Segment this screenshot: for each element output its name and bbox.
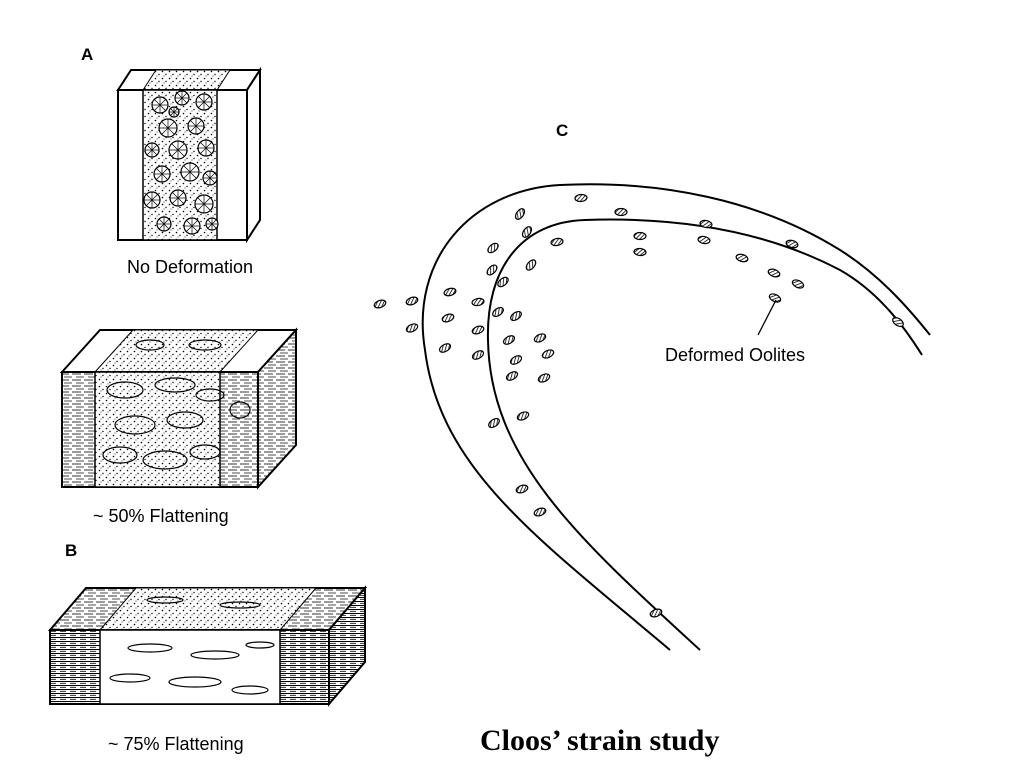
flattened-grain: [102, 446, 138, 464]
deformed-oolite: [533, 333, 547, 343]
deformed-oolite: [791, 279, 805, 289]
deformed-oolite: [550, 237, 564, 247]
deformed-oolite: [497, 276, 509, 288]
block-50-percent-flattening: ~ 50% Flattening: [59, 327, 299, 526]
deformed-oolite: [892, 316, 904, 328]
deformed-oolite: [735, 253, 749, 263]
flattened-grain: [127, 643, 173, 653]
panel-c-letter: C: [556, 121, 568, 140]
flattened-grain: [166, 411, 204, 429]
slide-title: Cloos’ strain study: [480, 724, 719, 757]
flattened-grain: [189, 444, 221, 460]
deformed-oolite: [785, 239, 799, 249]
deformed-oolites: [373, 193, 904, 618]
label-deformed-oolites: Deformed Oolites: [665, 345, 805, 365]
deformed-oolite: [438, 343, 452, 353]
deformed-oolite: [502, 335, 516, 345]
deformed-oolite: [492, 306, 504, 318]
callout-leader-line: [757, 299, 777, 336]
panel-a-letter: A: [81, 45, 93, 64]
deformed-oolite: [768, 293, 782, 303]
deformed-oolite: [614, 207, 628, 217]
deformed-oolite: [649, 608, 663, 618]
caption-50-percent-flattening: ~ 50% Flattening: [93, 506, 229, 526]
flattened-grain: [154, 377, 196, 393]
fold-outer-boundary: [421, 183, 931, 651]
deformed-oolite: [521, 226, 533, 238]
deformed-oolite: [510, 310, 522, 322]
deformed-oolite: [525, 259, 537, 271]
flattened-grain: [231, 685, 269, 695]
deformed-oolite: [574, 193, 588, 203]
flattened-grain: [188, 339, 222, 351]
flattened-grain: [109, 673, 151, 683]
flattened-grain: [135, 339, 165, 351]
deformed-oolite: [405, 296, 419, 306]
deformed-oolite: [537, 373, 551, 383]
caption-no-deformation: No Deformation: [127, 257, 253, 277]
deformed-oolite: [509, 355, 523, 365]
panel-b-letter: B: [65, 541, 77, 560]
flattened-grain: [168, 676, 222, 688]
deformed-oolite: [516, 411, 530, 421]
flattened-grain: [106, 381, 144, 399]
caption-75-percent-flattening: ~ 75% Flattening: [108, 734, 244, 754]
flattened-grain: [114, 415, 156, 435]
deformed-oolite: [405, 323, 419, 333]
fold-inner-boundary: [486, 218, 923, 651]
flattened-grain: [142, 450, 188, 470]
deformed-oolite: [505, 371, 519, 381]
deformed-oolite: [515, 484, 529, 494]
deformed-oolite: [633, 247, 647, 257]
deformed-oolite: [487, 242, 499, 254]
deformed-oolite: [699, 219, 713, 229]
fold-diagram-c: C Deformed Oolites: [373, 121, 931, 651]
flattened-grain: [219, 601, 261, 609]
block-b-75-percent-flattening: B ~ 75% Flattening: [47, 541, 368, 754]
deformed-oolite: [471, 325, 485, 335]
block-a-no-deformation: A No Deformation: [81, 45, 262, 277]
oolite-grains: [143, 90, 219, 235]
deformed-oolite: [373, 299, 387, 309]
deformed-oolite: [471, 350, 485, 360]
deformed-oolite: [697, 235, 711, 245]
deformed-oolite: [471, 297, 485, 307]
flattened-grain: [195, 388, 225, 402]
deformed-oolite: [443, 287, 457, 297]
flattened-grain: [229, 401, 251, 419]
deformed-oolite: [488, 417, 500, 429]
deformed-oolite: [533, 507, 547, 517]
deformed-oolite: [767, 268, 781, 278]
flattened-grain: [190, 650, 240, 660]
deformed-oolite: [514, 208, 526, 220]
deformed-oolite: [541, 349, 555, 359]
flattened-grain: [146, 596, 184, 604]
deformed-oolite: [441, 313, 455, 323]
deformed-oolite: [486, 264, 498, 276]
deformed-oolite: [633, 231, 647, 241]
flattened-grain: [245, 641, 275, 649]
